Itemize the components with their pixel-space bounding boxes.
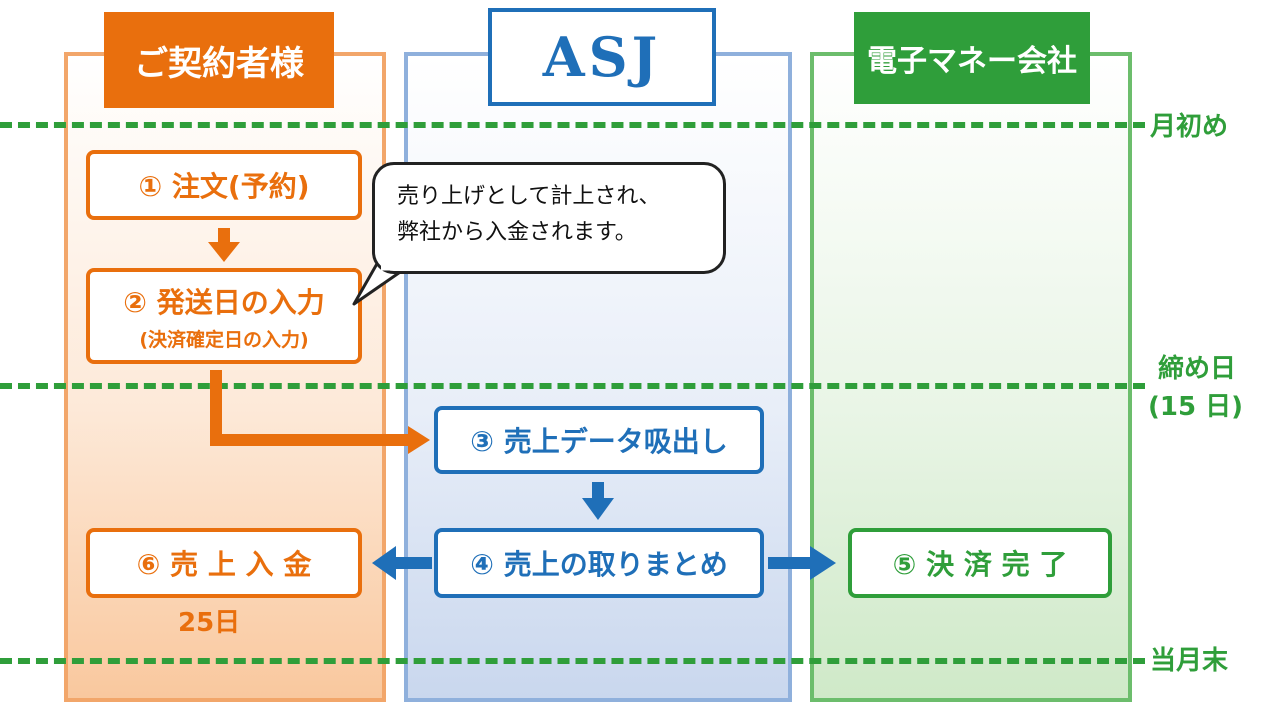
month-end-label: 当月末	[1150, 646, 1229, 676]
step-order: ① 注文(予約)	[86, 150, 362, 220]
step-order-label: ① 注文(予約)	[138, 170, 310, 203]
arrow-step4-to-step5	[768, 546, 836, 580]
month-start-line	[0, 122, 1145, 128]
step-sales-aggregation-label: ④ 売上の取りまとめ	[470, 548, 728, 581]
arrow-step1-to-step2	[208, 228, 240, 262]
speech-bubble-line-2: 弊社から入金されます。	[397, 220, 637, 245]
e-money-header: 電子マネー会社	[854, 12, 1090, 104]
step-sales-data-export: ③ 売上データ吸出し	[434, 406, 764, 474]
step-ship-date-input: ② 発送日の入力 (決済確定日の入力)	[86, 268, 362, 364]
step-sales-aggregation: ④ 売上の取りまとめ	[434, 528, 764, 598]
step-sales-deposit: ⑥ 売 上 入 金	[86, 528, 362, 598]
speech-bubble-line-1: 売り上げとして計上され、	[397, 184, 661, 209]
step-settlement-complete: ⑤ 決 済 完 了	[848, 528, 1112, 598]
step-ship-date-label: ② 発送日の入力	[123, 285, 325, 319]
step-ship-date-sublabel: (決済確定日の入力)	[139, 328, 309, 351]
arrow-step2-to-step3	[210, 370, 430, 454]
step-sales-data-export-label: ③ 売上データ吸出し	[470, 425, 728, 458]
cutoff-date-label: (15 日)	[1148, 392, 1243, 422]
step-sales-deposit-label: ⑥ 売 上 入 金	[136, 548, 312, 581]
step-settlement-complete-label: ⑤ 決 済 完 了	[892, 548, 1068, 581]
arrow-step3-to-step4	[582, 482, 614, 520]
customer-header: ご契約者様	[104, 12, 334, 108]
cutoff-line	[0, 383, 1145, 389]
month-start-label: 月初め	[1150, 112, 1229, 142]
payment-day-label: 25日	[178, 608, 241, 638]
cutoff-label: 締め日	[1158, 354, 1237, 384]
speech-bubble: 売り上げとして計上され、 弊社から入金されます。	[372, 162, 726, 274]
asj-header: ASJ	[488, 8, 716, 106]
arrow-step4-to-step6	[372, 546, 432, 580]
month-end-line	[0, 658, 1145, 664]
